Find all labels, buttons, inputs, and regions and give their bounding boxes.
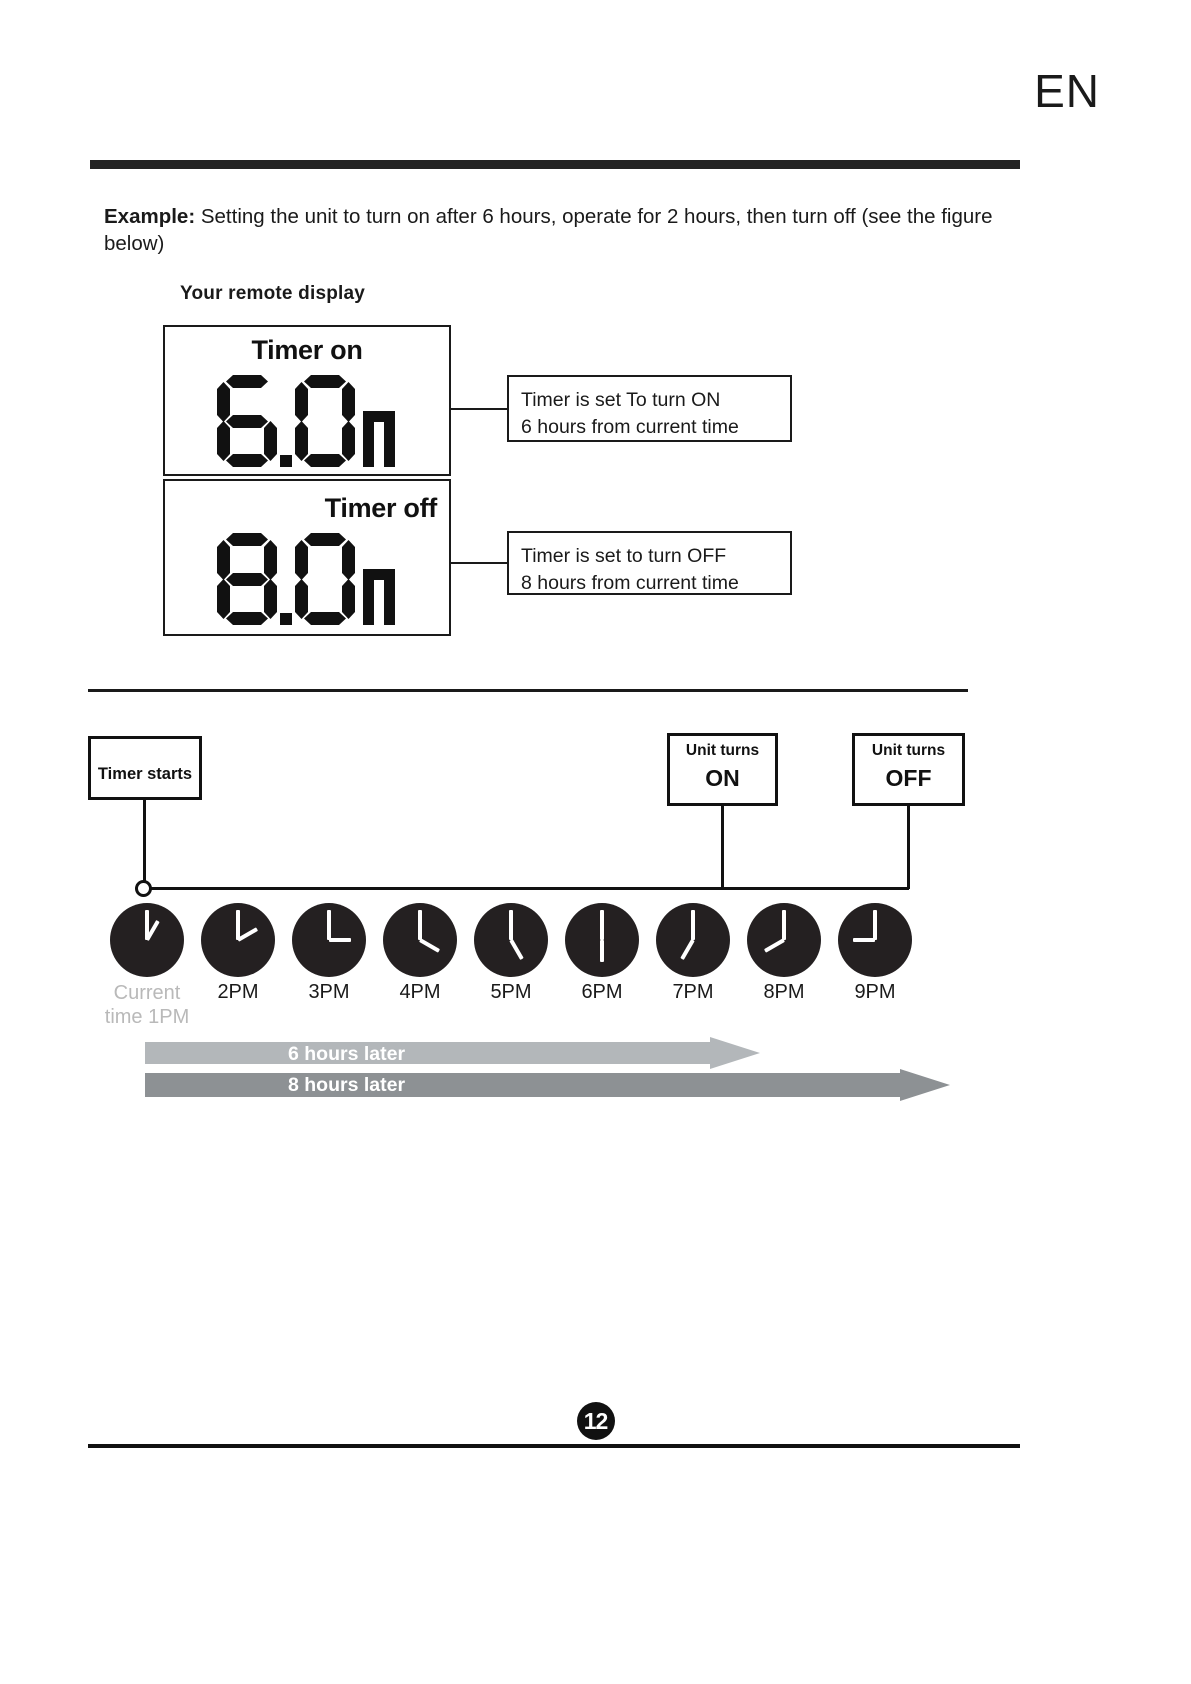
clock-icon-9pm [838, 903, 912, 977]
decimal-point [279, 533, 295, 625]
callout-off-line2: 8 hours from current time [521, 571, 739, 594]
clock-minute-hand [236, 910, 240, 940]
clock-minute-hand [418, 910, 422, 940]
clock-hour-hand [600, 940, 604, 962]
timeline-axis [143, 887, 909, 890]
unit-on-line1: Unit turns [685, 742, 760, 759]
lcd-label-timer-on: Timer on [251, 335, 363, 365]
arrow-6-shape [145, 1037, 760, 1069]
connector-off [907, 806, 910, 889]
clock-icon-2pm [201, 903, 275, 977]
clock-icon-3pm [292, 903, 366, 977]
clock-icon-7pm [656, 903, 730, 977]
clock-label-4pm: 4PM [399, 981, 441, 1003]
clock-label-9pm: 9PM [854, 981, 896, 1003]
clock-hour-hand [419, 938, 441, 953]
clock-minute-hand [509, 910, 513, 940]
clock-hour-hand [680, 939, 695, 961]
timeline-box-unit-on: Unit turns ON [667, 733, 778, 806]
header-rule [90, 160, 1020, 169]
seven-segment-digit-0 [295, 375, 355, 467]
timeline-origin-marker [135, 880, 152, 897]
clock-icon-5pm [474, 903, 548, 977]
arrow-8-label: 8 hours later [288, 1074, 406, 1096]
clock-label-8pm: 8PM [763, 981, 805, 1003]
callout-off-line1: Timer is set to turn OFF [521, 545, 727, 567]
decimal-point [279, 375, 295, 467]
clock-label-5pm: 5PM [490, 981, 532, 1003]
lcd-timer-on: Timer on [163, 325, 451, 476]
clock-minute-hand [691, 910, 695, 940]
example-paragraph: Example: Setting the unit to turn on aft… [104, 203, 1004, 257]
unit-on-line2: ON [705, 765, 740, 791]
seven-segment-value-on [217, 375, 405, 467]
lcd-label-timer-off: Timer off [324, 493, 438, 523]
arrow-8-shape [145, 1069, 950, 1101]
section-divider [88, 689, 968, 692]
callout-timer-on: Timer is set To turn ON 6 hours from cur… [507, 375, 792, 442]
clock-minute-hand [873, 910, 877, 940]
example-text: Setting the unit to turn on after 6 hour… [104, 205, 993, 256]
callout-leader-on [451, 408, 507, 410]
timeline-box-unit-off: Unit turns OFF [852, 733, 965, 806]
seven-segment-digit-6 [217, 375, 277, 467]
connector-on [721, 806, 724, 889]
footer-rule [88, 1444, 1020, 1448]
clock-hour-hand [237, 927, 259, 942]
arrow-6-label: 6 hours later [288, 1043, 406, 1065]
callout-timer-off: Timer is set to turn OFF 8 hours from cu… [507, 531, 792, 595]
hour-unit-glyph [361, 375, 405, 467]
clock-label-7pm: 7PM [672, 981, 714, 1003]
clock-hour-hand [509, 939, 524, 961]
page-number-badge: 12 [576, 1402, 615, 1440]
callout-on-line1: Timer is set To turn ON [521, 389, 721, 411]
clock-hour-hand [329, 938, 351, 942]
clock-label-3pm: 3PM [308, 981, 350, 1003]
unit-off-line2: OFF [885, 765, 932, 791]
seven-segment-digit-8 [217, 533, 277, 625]
callout-leader-off [451, 562, 507, 564]
remote-display-title: Your remote display [180, 283, 366, 304]
callout-on-line2: 6 hours from current time [521, 415, 739, 438]
clock-hour-hand [853, 938, 875, 942]
clock-icon-6pm [565, 903, 639, 977]
clock-icon-4pm [383, 903, 457, 977]
clock-minute-hand [600, 910, 604, 940]
clock-hour-hand [763, 938, 785, 953]
clock-label-6pm: 6PM [581, 981, 623, 1003]
clock-icon-current [110, 903, 184, 977]
seven-segment-digit-0 [295, 533, 355, 625]
clock-minute-hand [145, 910, 149, 940]
timeline-box-timer-starts: Timer starts [88, 736, 202, 800]
example-label: Example: [104, 205, 196, 228]
hour-unit-glyph [361, 533, 405, 625]
unit-off-line1: Unit turns [871, 742, 946, 759]
clock-label-2pm: 2PM [217, 981, 259, 1003]
language-tag: EN [1034, 65, 1100, 117]
clock-icon-8pm [747, 903, 821, 977]
lcd-timer-off: Timer off [163, 479, 451, 636]
connector-start [143, 800, 146, 889]
timer-starts-label: Timer starts [97, 765, 193, 783]
clock-minute-hand [782, 910, 786, 940]
clock-minute-hand [327, 910, 331, 940]
seven-segment-value-off [217, 533, 405, 625]
